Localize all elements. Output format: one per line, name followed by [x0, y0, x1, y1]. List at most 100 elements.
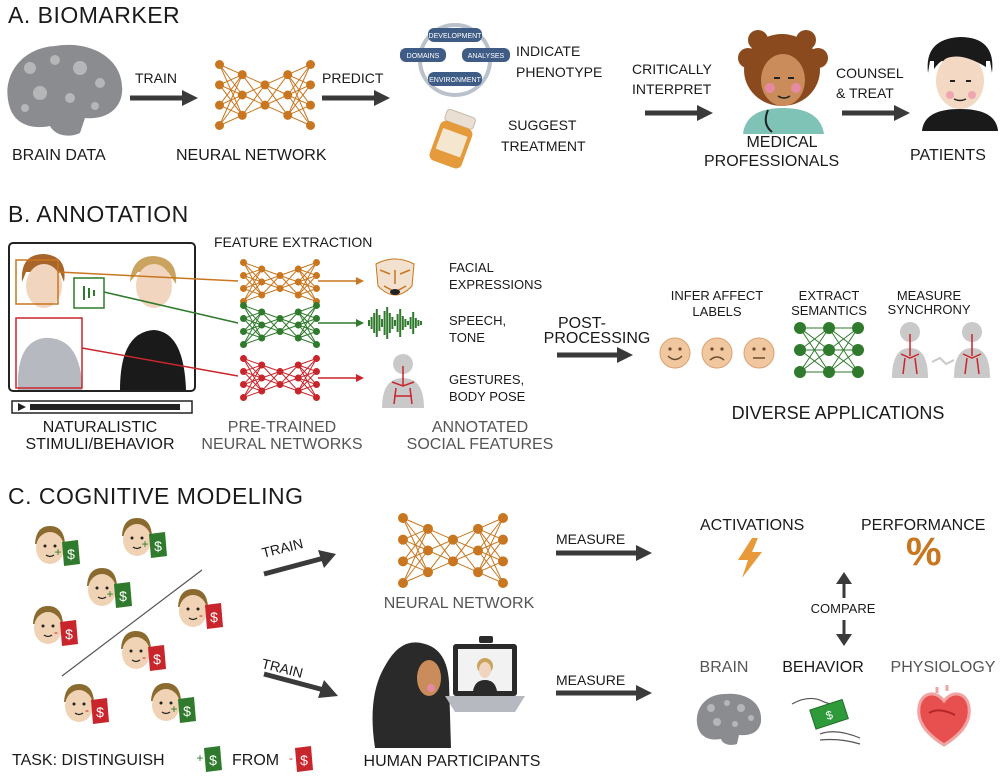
task-distinguish-label: TASK: DISTINGUISH — [12, 752, 165, 769]
gestures-line1: GESTURES, — [449, 372, 525, 387]
facial-line2: EXPRESSIONS — [449, 277, 543, 292]
svg-text:$: $ — [824, 707, 835, 722]
infer-line2: LABELS — [692, 304, 742, 319]
brain-c-icon — [696, 693, 762, 745]
human-participant-icon — [372, 636, 525, 748]
wheel-analyses: ANALYSES — [468, 53, 505, 60]
wheel-development: DEVELOPMENT — [429, 33, 483, 40]
neural-network-icon — [215, 60, 315, 130]
task-from-label: FROM — [232, 752, 280, 769]
patients-label: PATIENTS — [910, 147, 986, 164]
svg-text:$: $ — [153, 651, 161, 667]
section-b-title: B. ANNOTATION — [8, 201, 189, 227]
critically-line2: INTERPRET — [632, 81, 712, 97]
facial-line1: FACIAL — [449, 260, 494, 275]
gestures-line2: BODY POSE — [449, 389, 526, 404]
phenotype-wheel-icon: DEVELOPMENT DOMAINS ANALYSES ENVIRONMENT — [400, 23, 510, 97]
lightning-icon — [738, 538, 762, 578]
neural-network-label: NEURAL NETWORK — [176, 147, 327, 164]
wheel-domains: DOMAINS — [407, 53, 440, 60]
svg-text:-: - — [289, 751, 293, 765]
svg-text:+: + — [141, 537, 148, 551]
annotated-line1: ANNOTATED — [431, 419, 529, 436]
svg-text:$: $ — [119, 588, 127, 604]
heart-icon — [917, 685, 971, 747]
medical-line1: MEDICAL — [746, 134, 818, 151]
train-label: TRAIN — [135, 70, 177, 86]
svg-text:$: $ — [154, 538, 162, 554]
brain-icon — [7, 44, 123, 136]
counsel-line2: & TREAT — [836, 85, 894, 101]
arrow-post-processing — [557, 347, 633, 363]
arrow-predict — [322, 90, 390, 106]
physiology-label: PHYSIOLOGY — [890, 659, 996, 676]
extract-line1: EXTRACT — [798, 288, 860, 303]
activations-label: ACTIVATIONS — [700, 517, 805, 534]
svg-text:-: - — [199, 608, 203, 622]
pretrained-network-orange — [240, 259, 320, 305]
percent-icon: % — [906, 530, 942, 574]
svg-text:$: $ — [96, 704, 104, 720]
affect-faces-icons — [659, 337, 775, 369]
neural-network-c-icon — [398, 513, 508, 588]
arrow-counsel — [842, 105, 910, 121]
annotated-line2: SOCIAL FEATURES — [406, 436, 554, 453]
suggest-line1: SUGGEST — [508, 117, 577, 133]
video-frame — [8, 242, 196, 414]
infer-line1: INFER AFFECT — [670, 288, 764, 303]
post-line1: POST- — [557, 315, 607, 332]
svg-text:$: $ — [300, 752, 308, 768]
feature-extraction-label: FEATURE EXTRACTION — [214, 234, 373, 250]
arrow-train-top — [263, 550, 336, 577]
arrow-measure-top — [556, 545, 652, 561]
diverse-applications-label: DIVERSE APPLICATIONS — [731, 403, 945, 423]
svg-text:$: $ — [210, 609, 218, 625]
arrow-train-bottom — [263, 671, 338, 698]
neural-network-c-label: NEURAL NETWORK — [383, 595, 535, 612]
pill-bottle-icon — [429, 108, 476, 169]
arrow-interpret — [645, 105, 713, 121]
indicate-line2: PHENOTYPE — [516, 64, 603, 80]
section-c-title: C. COGNITIVE MODELING — [8, 483, 304, 509]
svg-text:$: $ — [65, 626, 73, 642]
svg-text:-: - — [142, 650, 146, 664]
svg-text:+: + — [106, 587, 113, 601]
pretrained-network-red — [240, 355, 320, 401]
sync-line1: MEASURE — [896, 288, 962, 303]
svg-text:+: + — [196, 751, 203, 765]
medical-line2: PROFESSIONALS — [704, 153, 840, 170]
arrow-train — [130, 90, 198, 106]
naturalistic-line2: STIMULI/BEHAVIOR — [25, 436, 175, 453]
speech-waveform-icon — [368, 307, 422, 339]
counsel-line1: COUNSEL — [836, 65, 904, 81]
section-a-title: A. BIOMARKER — [8, 2, 181, 28]
speech-line2: TONE — [449, 330, 485, 345]
compare-arrows — [836, 572, 852, 646]
svg-text:$: $ — [183, 703, 191, 719]
brain-c-label: BRAIN — [699, 659, 749, 676]
medical-professional-icon — [738, 30, 828, 134]
pretrained-network-green — [240, 302, 320, 348]
arrow-measure-bottom — [556, 685, 652, 701]
wheel-environment: ENVIRONMENT — [429, 77, 481, 84]
naturalistic-line1: NATURALISTIC — [42, 419, 158, 436]
brain-data-label: BRAIN DATA — [12, 147, 106, 164]
speech-line1: SPEECH, — [449, 313, 507, 328]
svg-text:+: + — [54, 545, 61, 559]
pretrained-line1: PRE-TRAINED — [227, 419, 337, 436]
human-participants-label: HUMAN PARTICIPANTS — [363, 753, 541, 770]
pretrained-line2: NEURAL NETWORKS — [201, 436, 363, 453]
compare-label: COMPARE — [810, 601, 876, 616]
suggest-line2: TREATMENT — [501, 138, 586, 154]
performance-label: PERFORMANCE — [861, 517, 986, 534]
svg-text:-: - — [85, 703, 89, 717]
semantics-network-icon — [794, 322, 864, 378]
critically-line1: CRITICALLY — [632, 61, 712, 77]
synchrony-poses-icon — [892, 322, 990, 378]
post-line2: PROCESSING — [543, 330, 651, 347]
behavior-label: BEHAVIOR — [782, 659, 864, 676]
extract-line2: SEMANTICS — [791, 303, 867, 318]
measure-top-label: MEASURE — [556, 531, 626, 547]
